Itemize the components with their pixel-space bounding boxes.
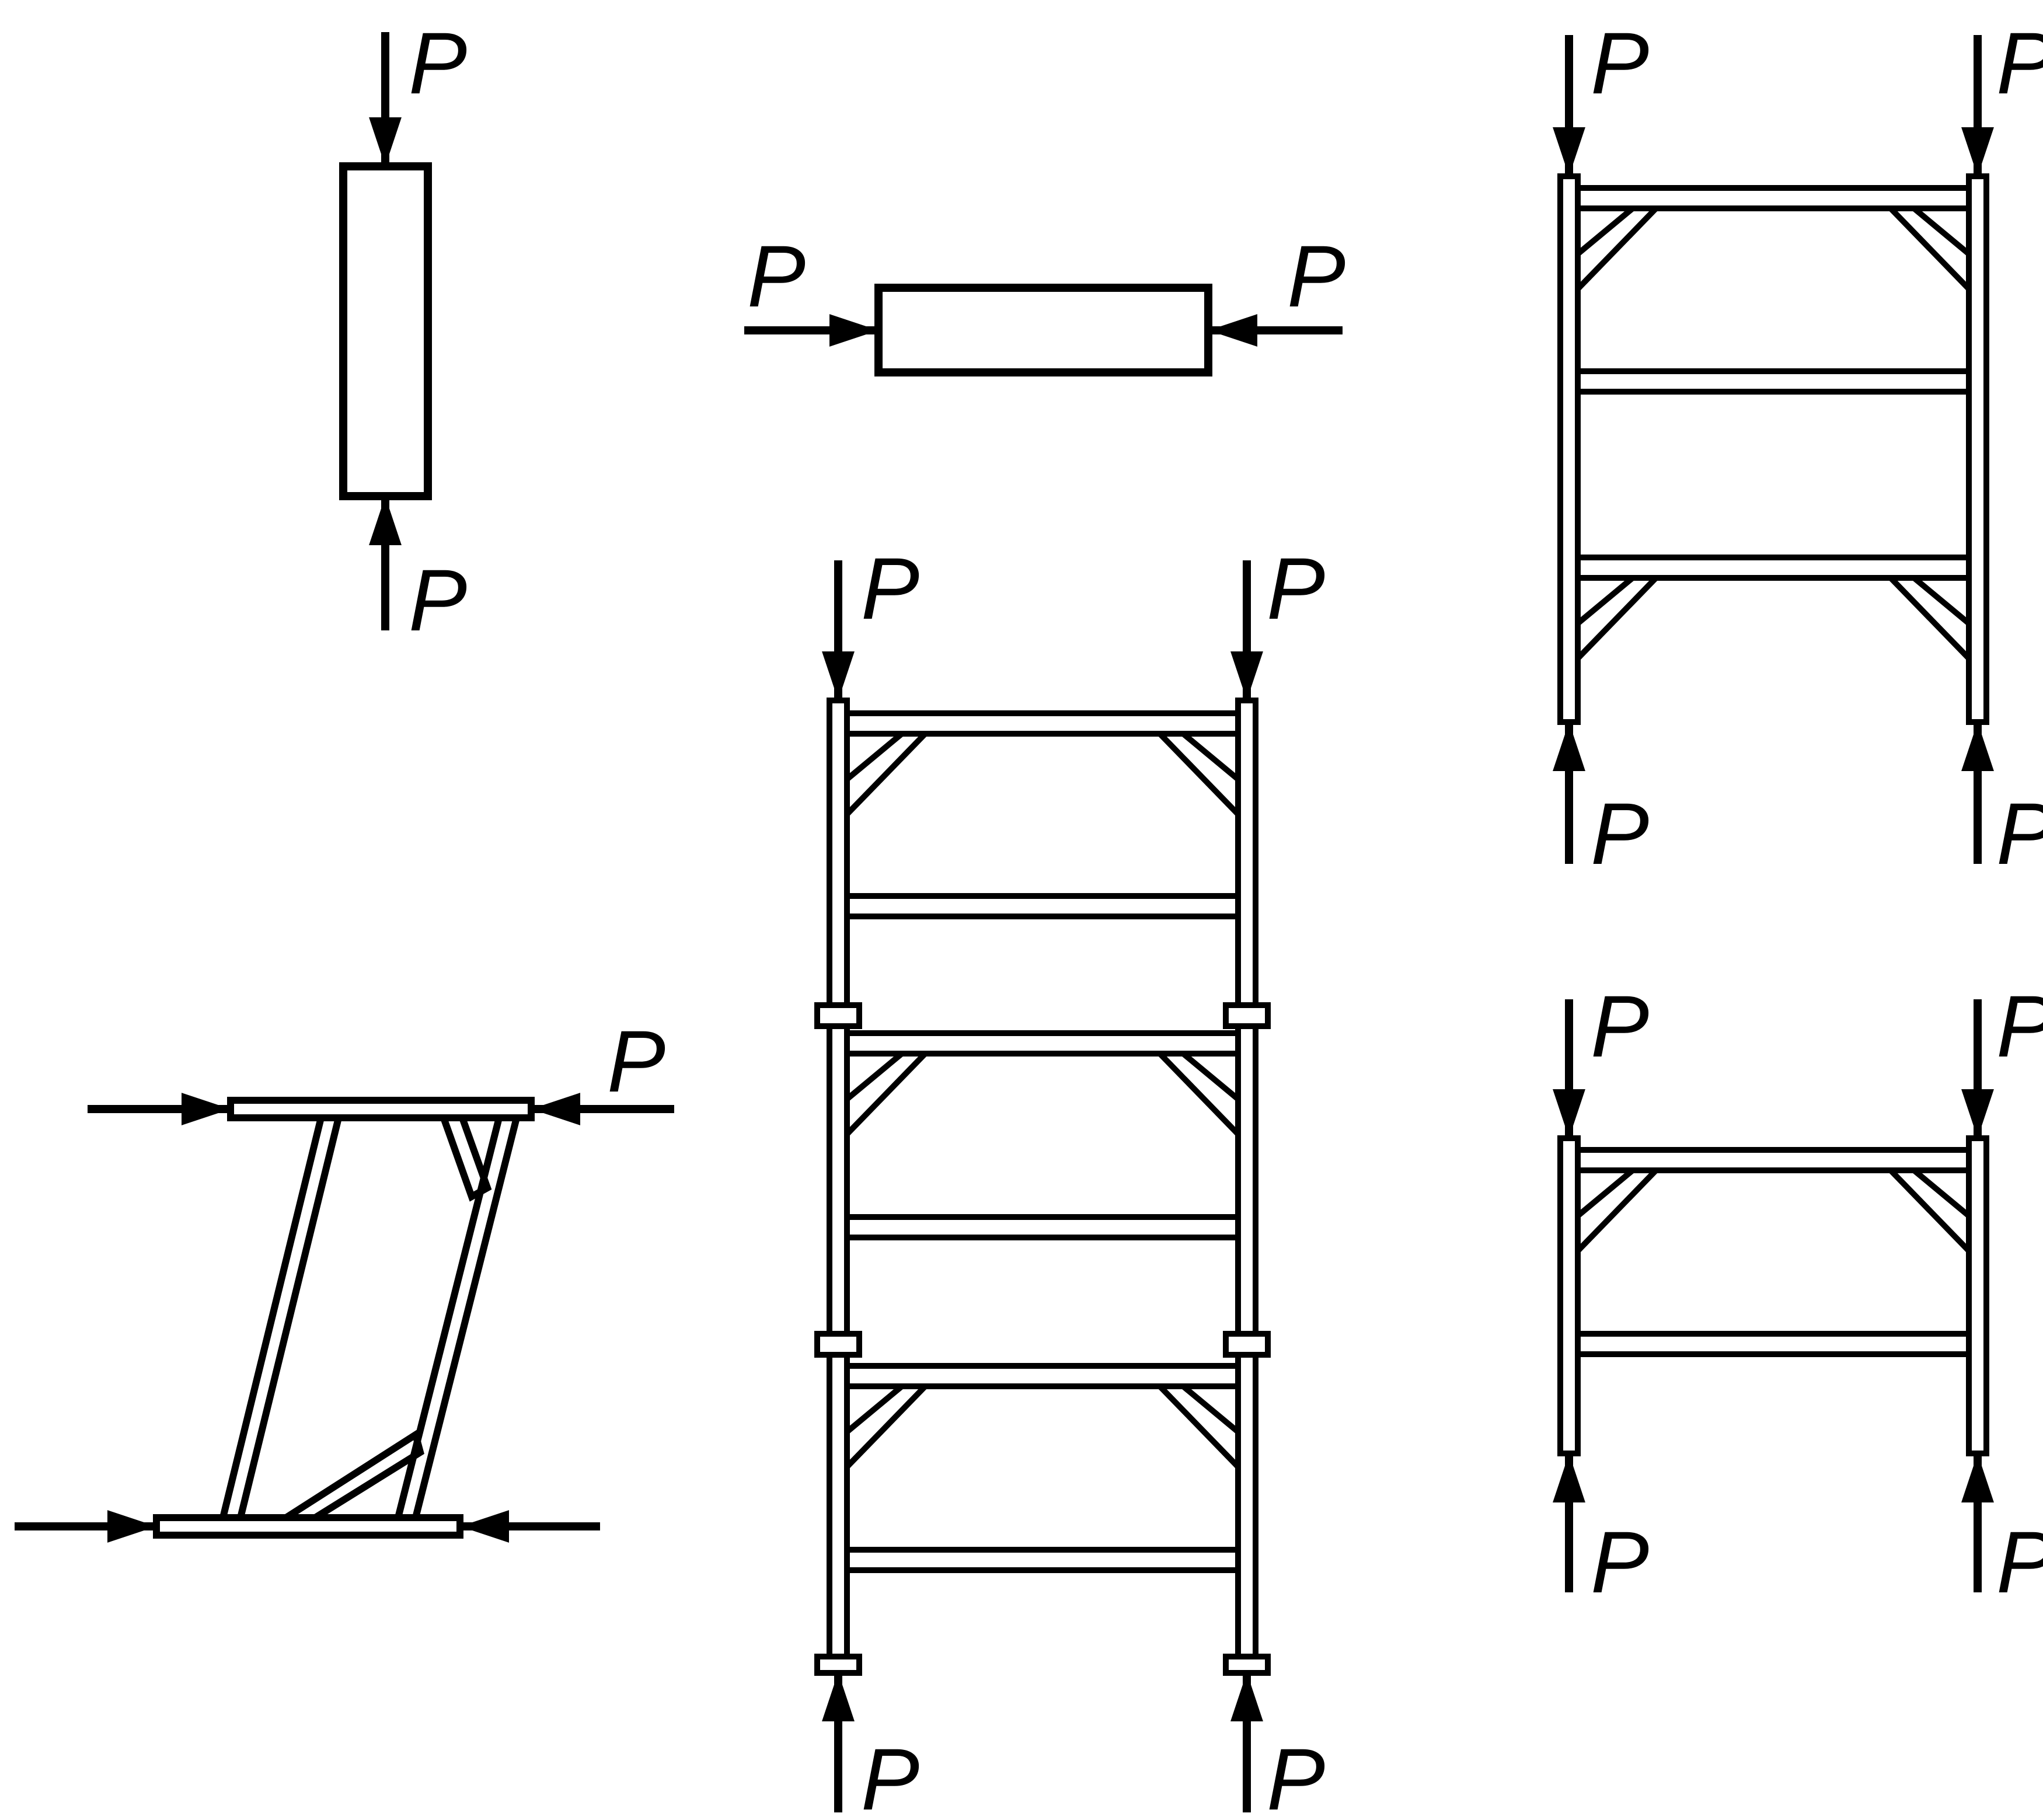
force-label: P: [1591, 785, 1649, 883]
frame-brace: [1884, 575, 1972, 666]
force-label: P: [1996, 1513, 2043, 1611]
tower-coupler: [1223, 1331, 1271, 1358]
vertical-column-panel: P P: [339, 14, 467, 649]
vertical-column: [339, 162, 432, 500]
force-label: P: [1996, 977, 2043, 1075]
force-label: P: [1267, 1730, 1325, 1820]
frame-top-plate: [227, 1097, 535, 1121]
tower-rung: [844, 1547, 1241, 1573]
force-label: P: [1267, 539, 1325, 637]
force-label: P: [409, 14, 467, 112]
frame-right-post: [393, 1114, 521, 1521]
force-label: P: [747, 227, 806, 325]
tower-brace: [1153, 731, 1241, 822]
frame-brace: [1884, 1167, 1972, 1258]
tower-brace: [1153, 1383, 1241, 1474]
force-label: P: [1996, 785, 2043, 883]
frame-upper-brace: [438, 1114, 492, 1202]
tower-brace: [844, 1051, 932, 1142]
tower-brace: [1153, 1051, 1241, 1142]
tower-coupler: [814, 1002, 862, 1029]
force-label: P: [409, 551, 467, 649]
frame-rung: [1575, 368, 1972, 395]
frame-brace: [1575, 1167, 1663, 1258]
tower-brace: [844, 731, 932, 822]
frame-three-rung-panel: P P P P: [1553, 14, 2043, 883]
frame-right-post: [1966, 1135, 1989, 1456]
frame-lower-brace: [274, 1429, 424, 1521]
frame-rung: [1575, 555, 1972, 581]
tower-rung: [844, 710, 1241, 737]
tower-left-post: [827, 698, 850, 1675]
tower-rung: [844, 1214, 1241, 1240]
force-label: P: [607, 1012, 665, 1110]
horizontal-bar-panel: P P: [744, 227, 1345, 376]
horizontal-bar: [874, 284, 1212, 376]
frame-rung: [1575, 1147, 1972, 1173]
force-label: P: [1591, 1513, 1649, 1611]
frame-rung: [1575, 185, 1972, 211]
force-label: P: [861, 1730, 919, 1820]
frame-brace: [1575, 575, 1663, 666]
frame-two-rung-panel: P P P P: [1553, 977, 2043, 1611]
tower-brace: [844, 1383, 932, 1474]
tower-coupler: [1223, 1654, 1271, 1676]
frame-brace: [1575, 205, 1663, 297]
force-label: P: [1591, 977, 1649, 1075]
tower-rung: [844, 1030, 1241, 1057]
scaffold-tower-panel: P P P P: [814, 539, 1325, 1820]
frame-left-post: [1557, 1135, 1581, 1456]
frame-brace: [1884, 205, 1972, 297]
tilted-frame-panel: P: [15, 1012, 674, 1543]
force-label: P: [1996, 14, 2043, 112]
tower-rung: [844, 1363, 1241, 1389]
force-label: P: [1287, 227, 1345, 325]
frame-rung: [1575, 1331, 1972, 1357]
tower-coupler: [814, 1331, 862, 1358]
tower-rung: [844, 893, 1241, 919]
force-label: P: [1591, 14, 1649, 112]
tower-right-post: [1235, 698, 1258, 1675]
tower-coupler: [1223, 1002, 1271, 1029]
tower-coupler: [814, 1654, 862, 1676]
force-label: P: [861, 539, 919, 637]
frame-left-post: [218, 1114, 343, 1521]
